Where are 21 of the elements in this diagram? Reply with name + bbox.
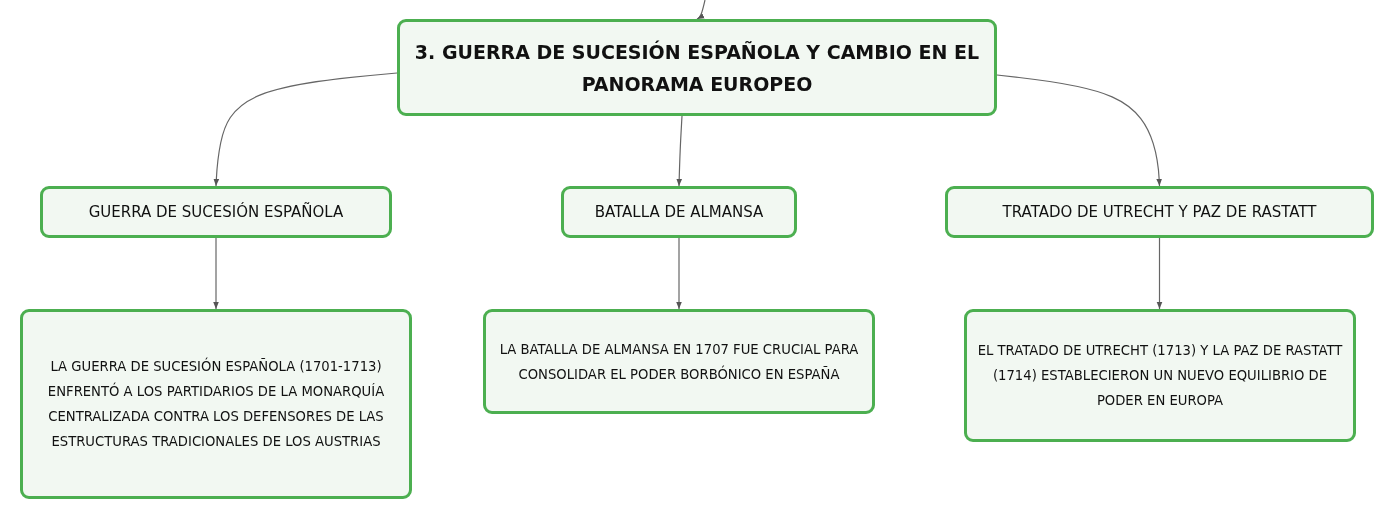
subtopic-box — [561, 186, 797, 238]
connector-arrow — [1156, 237, 1163, 310]
description-text: EL TRATADO DE UTRECHT (1713) Y LA PAZ DE RASTATT (1714) ESTABLECIERON UN NUEVO EQUILIBRIO DE PODER EN EUROPA — [976, 342, 1344, 410]
topic-box — [397, 19, 997, 116]
description-box — [964, 309, 1356, 442]
connector-arrow — [996, 74, 1162, 187]
subtopic-box — [945, 186, 1374, 238]
description-box — [20, 309, 412, 499]
subtopic-label: GUERRA DE SUCESIÓN ESPAÑOLA — [88, 203, 344, 221]
subtopic-label: BATALLA DE ALMANSA — [594, 203, 764, 221]
connector-arrow — [676, 115, 683, 187]
connector-arrow — [676, 237, 682, 310]
topic-title: 3. GUERRA DE SUCESIÓN ESPAÑOLA Y CAMBIO EN EL PANORAMA EUROPEO — [413, 39, 981, 97]
subtopic-box — [40, 186, 392, 238]
connector-arrow — [213, 72, 398, 187]
description-box — [483, 309, 875, 414]
connector-arrow — [696, 0, 706, 20]
connector-arrow — [213, 237, 219, 310]
description-text: LA BATALLA DE ALMANSA EN 1707 FUE CRUCIAL PARA CONSOLIDAR EL PODER BORBÓNICO EN ESPAÑA — [498, 340, 860, 384]
subtopic-label: TRATADO DE UTRECHT Y PAZ DE RASTATT — [1002, 203, 1317, 221]
description-text: LA GUERRA DE SUCESIÓN ESPAÑOLA (1701-1713) ENFRENTÓ A LOS PARTIDARIOS DE LA MONARQUÍA CENTRALIZADA CONTRA LOS DEFENSORES DE LAS ESTRUCTURAS TRADICIONALES DE LOS AUSTRIAS — [46, 356, 386, 451]
